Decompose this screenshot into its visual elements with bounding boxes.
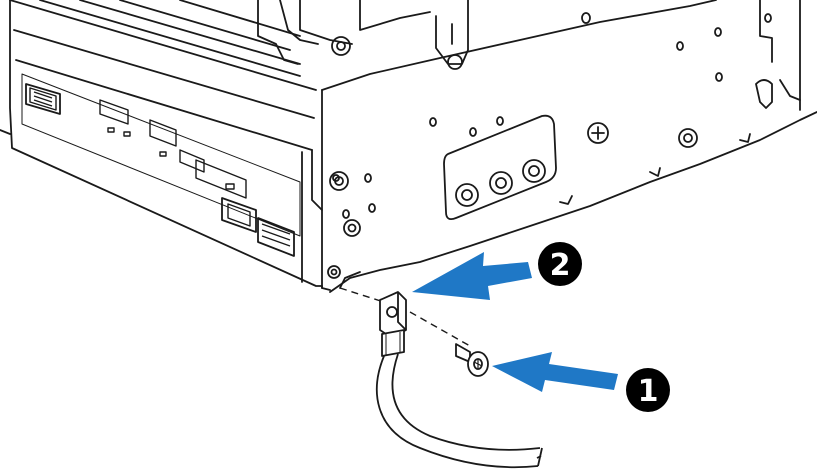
callout-2: 2	[538, 242, 582, 286]
callout-1: 1	[626, 368, 670, 412]
arrow-to-lug	[412, 252, 532, 300]
screw	[455, 343, 489, 377]
assembly-guide-line	[339, 287, 471, 347]
callout-1-label: 1	[638, 374, 659, 409]
ground-lug	[379, 291, 407, 357]
callout-2-label: 2	[550, 248, 571, 283]
arrow-to-screw	[492, 352, 618, 392]
circuit-board	[21, 73, 301, 257]
callout-2-badge	[538, 242, 582, 286]
printer-chassis	[0, 0, 817, 293]
ground-wire	[375, 353, 543, 469]
callout-1-badge	[626, 368, 670, 412]
